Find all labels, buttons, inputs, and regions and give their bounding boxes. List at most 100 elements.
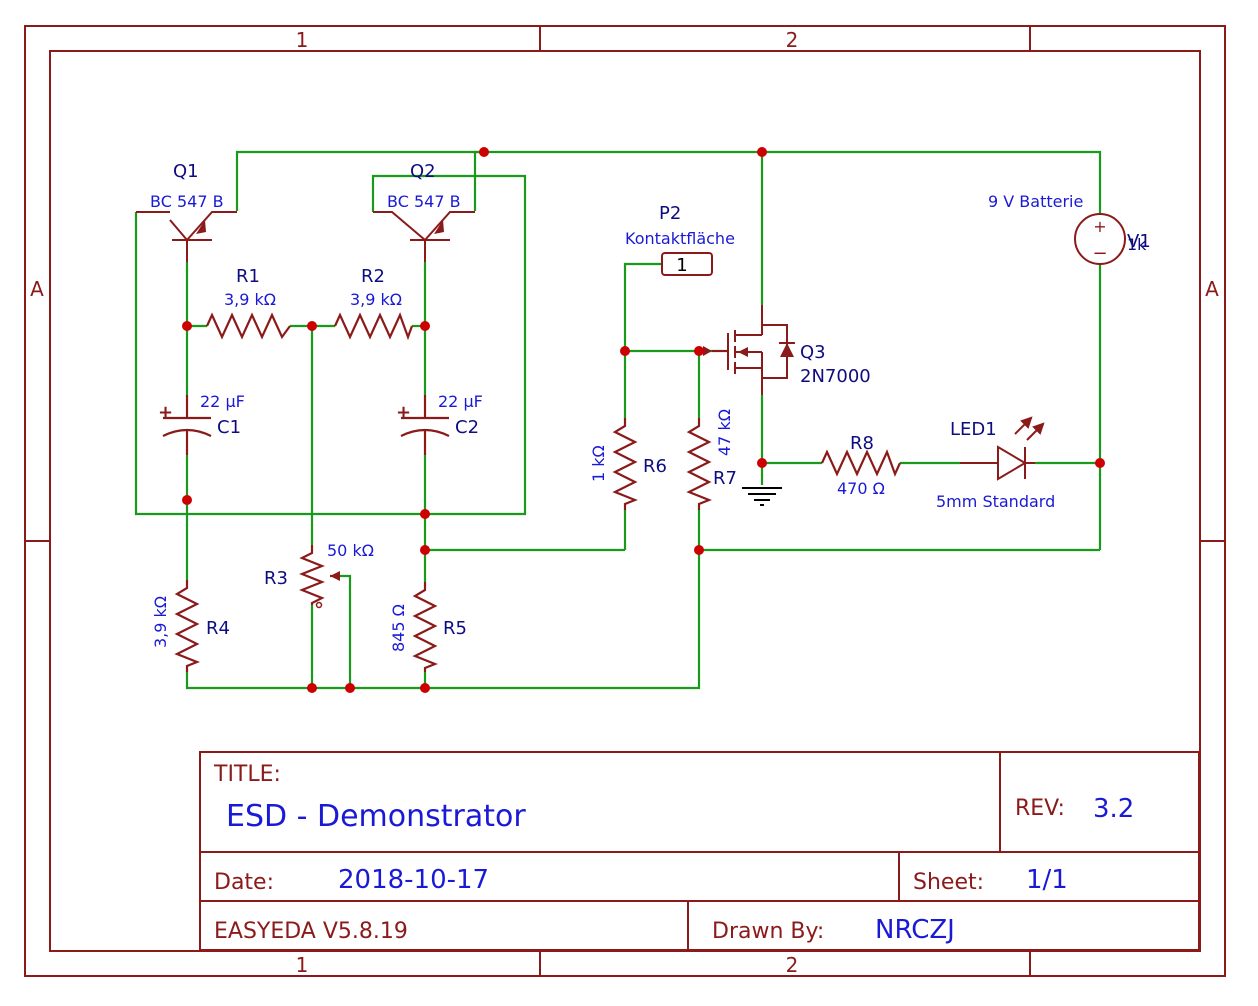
c2-plus-sign: + — [396, 402, 411, 423]
v1-minus-sign: − — [1092, 243, 1107, 264]
r2-designator: R2 — [361, 266, 385, 287]
drawn-by-value: NRCZJ — [875, 915, 955, 945]
title-label: TITLE: — [213, 762, 281, 787]
junction — [307, 321, 317, 331]
r7-symbol — [686, 418, 712, 510]
r3-designator: R3 — [264, 568, 288, 589]
junction — [182, 495, 192, 505]
junctions — [182, 147, 1105, 693]
p2-designator: P2 — [659, 203, 681, 224]
v1-plus-sign: + — [1093, 217, 1106, 236]
p2-value: Kontaktfläche — [625, 229, 735, 248]
sheet-label: Sheet: — [913, 870, 984, 895]
r7-designator: R7 — [713, 468, 737, 489]
drawn-by-label: Drawn By: — [712, 919, 824, 944]
v1-value: 9 V Batterie — [988, 192, 1083, 211]
r3-value: 50 kΩ — [327, 541, 374, 560]
wire-q2-collector — [473, 150, 484, 211]
q3-gate-arrow — [703, 346, 712, 356]
led1-symbol — [960, 416, 1045, 481]
wire-p2-gate — [623, 262, 662, 418]
r5-value: 845 Ω — [389, 604, 408, 652]
wire-base-loop — [134, 174, 527, 516]
junction — [694, 346, 704, 356]
capacitor-polarity: + + — [158, 402, 411, 423]
junction — [1095, 458, 1105, 468]
c2-symbol — [400, 395, 450, 455]
r8-designator: R8 — [850, 433, 874, 454]
p2-pin-number: 1 — [676, 255, 687, 276]
software-version: EASYEDA V5.8.19 — [214, 919, 408, 944]
wire-r3-wiper — [330, 574, 352, 688]
junction — [420, 545, 430, 555]
r2-symbol — [333, 312, 414, 341]
date-value: 2018-10-17 — [338, 865, 489, 895]
r1-symbol — [205, 312, 291, 340]
c2-value: 22 µF — [438, 392, 483, 411]
value-labels: BC 547 B BC 547 B 3,9 kΩ 3,9 kΩ 22 µF 22… — [150, 192, 1083, 652]
q2-value: BC 547 B — [387, 192, 461, 211]
v1-symbol: + − — [1074, 213, 1126, 265]
q1-symbol — [136, 211, 237, 262]
frame-zone-labels: 1 2 1 2 A A — [30, 28, 1219, 977]
r3-symbol — [299, 545, 325, 605]
junction — [182, 321, 192, 331]
q1-value: BC 547 B — [150, 192, 224, 211]
r6-designator: R6 — [643, 456, 667, 477]
v1-extra-label: 1k — [1127, 235, 1147, 254]
q2-designator: Q2 — [410, 161, 436, 182]
zone-row-a-left: A — [30, 277, 44, 301]
junction — [694, 545, 704, 555]
date-label: Date: — [214, 870, 274, 895]
q3-designator: Q3 — [800, 342, 826, 363]
r4-value: 3,9 kΩ — [151, 596, 170, 648]
junction — [345, 683, 355, 693]
zone-col-1-bottom: 1 — [296, 953, 309, 977]
junction — [420, 321, 430, 331]
junction — [620, 346, 630, 356]
q3-symbol — [712, 305, 795, 395]
r1-designator: R1 — [236, 266, 260, 287]
title-block-frame — [199, 751, 1200, 951]
zone-col-2-bottom: 2 — [786, 953, 799, 977]
v1-designator: V1 — [1127, 231, 1151, 252]
title-block: TITLE: ESD - Demonstrator REV: 3.2 Date:… — [213, 762, 1134, 945]
q1-designator: Q1 — [173, 161, 199, 182]
led1-designator: LED1 — [950, 419, 997, 440]
junction — [479, 147, 489, 157]
r1-value: 3,9 kΩ — [224, 290, 276, 309]
c1-value: 22 µF — [200, 392, 245, 411]
junction — [757, 147, 767, 157]
junction — [307, 683, 317, 693]
r3-wiper — [315, 571, 340, 609]
rev-value: 3.2 — [1093, 794, 1134, 824]
r5-symbol — [412, 582, 438, 672]
designator-labels: Q1 Q2 R1 R2 C1 C2 R3 R4 R5 R6 R7 R8 P2 Q… — [173, 161, 1151, 639]
zone-col-2-top: 2 — [786, 28, 799, 52]
r6-symbol — [612, 418, 638, 510]
junction — [420, 683, 430, 693]
outer-border — [24, 25, 1226, 977]
r5-designator: R5 — [443, 618, 467, 639]
c2-designator: C2 — [455, 417, 479, 438]
zone-col-1-top: 1 — [296, 28, 309, 52]
zone-row-a-right: A — [1205, 277, 1219, 301]
resistors — [174, 312, 902, 672]
r8-symbol — [820, 449, 902, 477]
q3-value: 2N7000 — [800, 366, 871, 387]
ground-symbol — [742, 487, 782, 506]
c1-designator: C1 — [217, 417, 241, 438]
junction — [757, 458, 767, 468]
q2-symbol — [373, 211, 475, 262]
rev-label: REV: — [1015, 796, 1065, 821]
r6-value: 1 kΩ — [589, 445, 608, 482]
wire-vcc-rail — [235, 150, 1102, 214]
c1-plus-sign: + — [158, 402, 173, 423]
p2-symbol: 1 — [661, 252, 713, 276]
r4-designator: R4 — [206, 618, 230, 639]
r7-value: 47 kΩ — [715, 409, 734, 456]
drawing-title: ESD - Demonstrator — [226, 799, 526, 834]
sheet-value: 1/1 — [1026, 865, 1068, 895]
r4-symbol — [174, 580, 200, 672]
